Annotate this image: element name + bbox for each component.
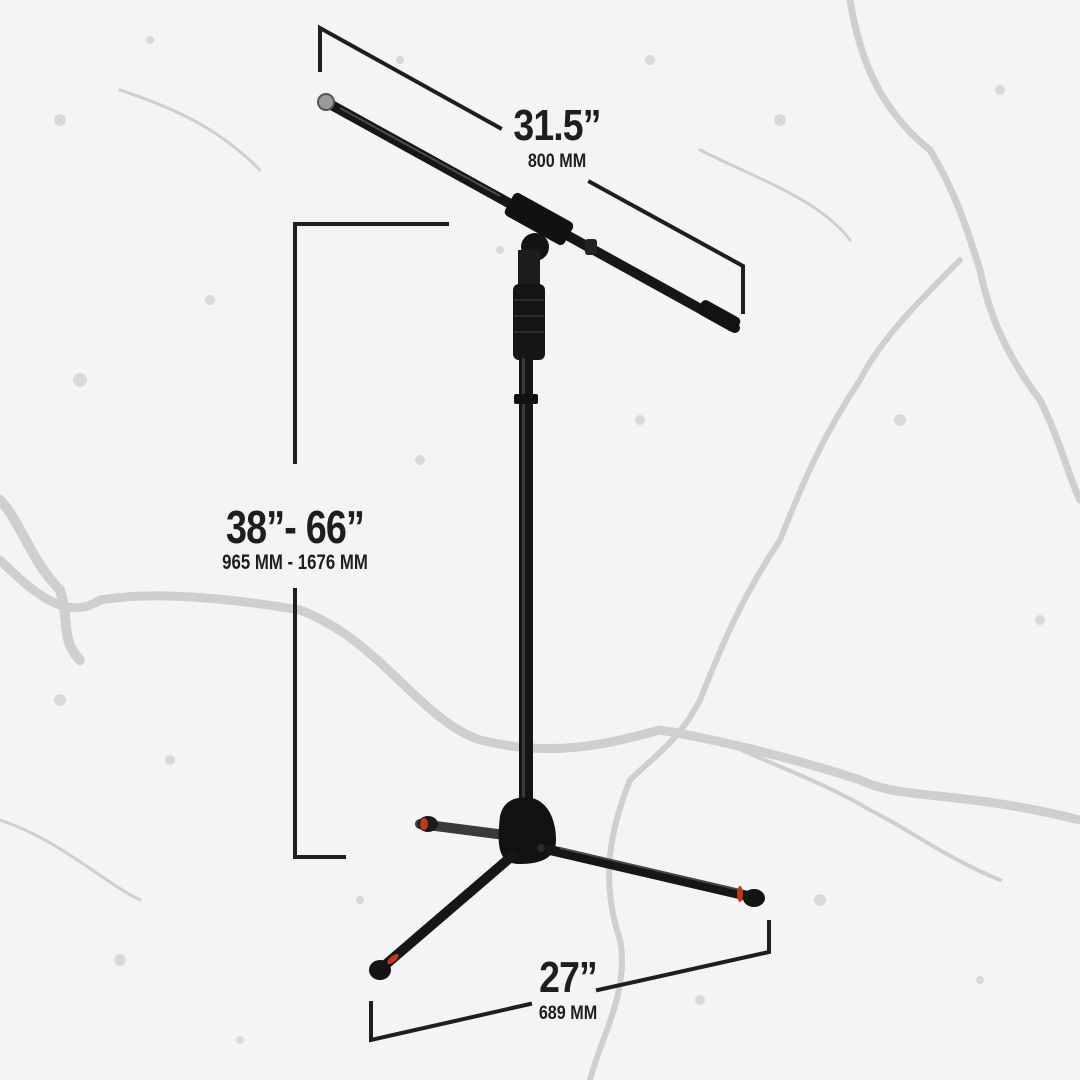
boom-length-label: 31.5” 800 MM: [500, 101, 614, 172]
base-dimension-line: [369, 920, 771, 1043]
height-range-imperial: 38”- 66”: [225, 501, 365, 553]
height-range-metric: 965 MM - 1676 MM: [222, 551, 368, 574]
marble-speckles: [54, 36, 1045, 1044]
boom-length-metric: 800 MM: [527, 151, 587, 172]
base-width-imperial: 27”: [539, 953, 598, 1002]
height-range-label: 38”- 66” 965 MM - 1676 MM: [190, 504, 400, 573]
height-dimension-bracket: [293, 222, 449, 859]
base-width-metric: 689 MM: [538, 1003, 598, 1024]
boom-length-imperial: 31.5”: [513, 101, 601, 150]
base-width-label: 27” 689 MM: [518, 953, 618, 1024]
dimension-lines: [293, 24, 771, 1043]
microphone-stand: [317, 93, 765, 980]
boom-dimension-line: [318, 24, 745, 314]
